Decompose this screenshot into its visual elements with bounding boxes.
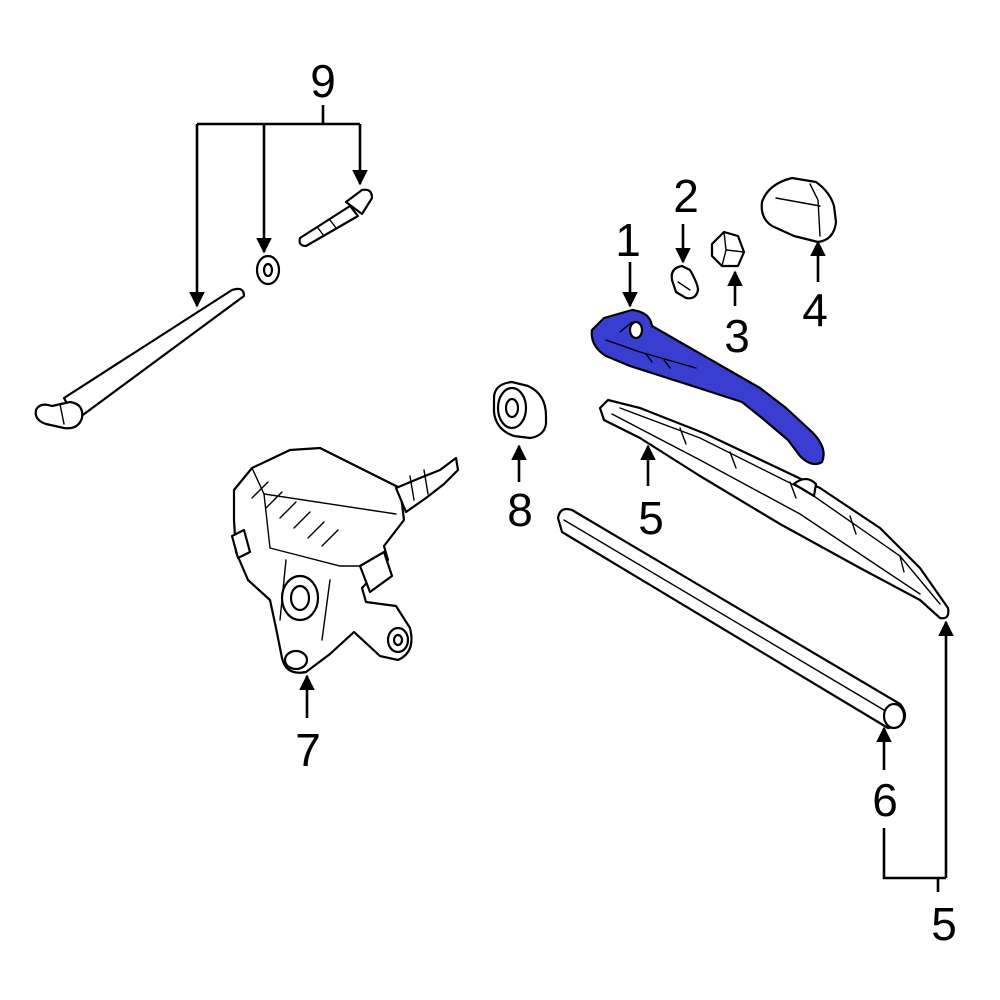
part-1-wiper-arm[interactable] [590,308,825,466]
callout-6-label: 6 [872,774,898,826]
callout-1-label: 1 [615,214,641,266]
callout-8-label: 8 [507,484,533,536]
part-9-linkage-rod[interactable] [34,287,246,430]
callout-4-label: 4 [802,284,828,336]
callout-3-label: 3 [724,310,750,362]
part-9-pivot-pin[interactable] [298,188,374,248]
callout-7-label: 7 [295,724,321,776]
callout-5-bracket [882,620,954,892]
part-7-wiper-motor[interactable] [230,446,460,674]
part-4-cap[interactable] [760,176,838,244]
part-3-nut[interactable] [710,230,746,268]
callout-9-label: 9 [310,55,336,107]
part-9-washer[interactable] [255,254,281,286]
callout-9-leaders [189,105,368,308]
callout-5-label: 5 [638,492,664,544]
part-8-grommet[interactable] [492,380,548,440]
callout-5-bracket-label: 5 [931,898,957,950]
callout-2-label: 2 [673,170,699,222]
part-5-wiper-blade[interactable] [598,398,950,620]
wiper-arm-body[interactable] [590,308,825,466]
part-6-blade-insert[interactable] [556,507,907,730]
part-2-clip[interactable] [670,264,700,300]
